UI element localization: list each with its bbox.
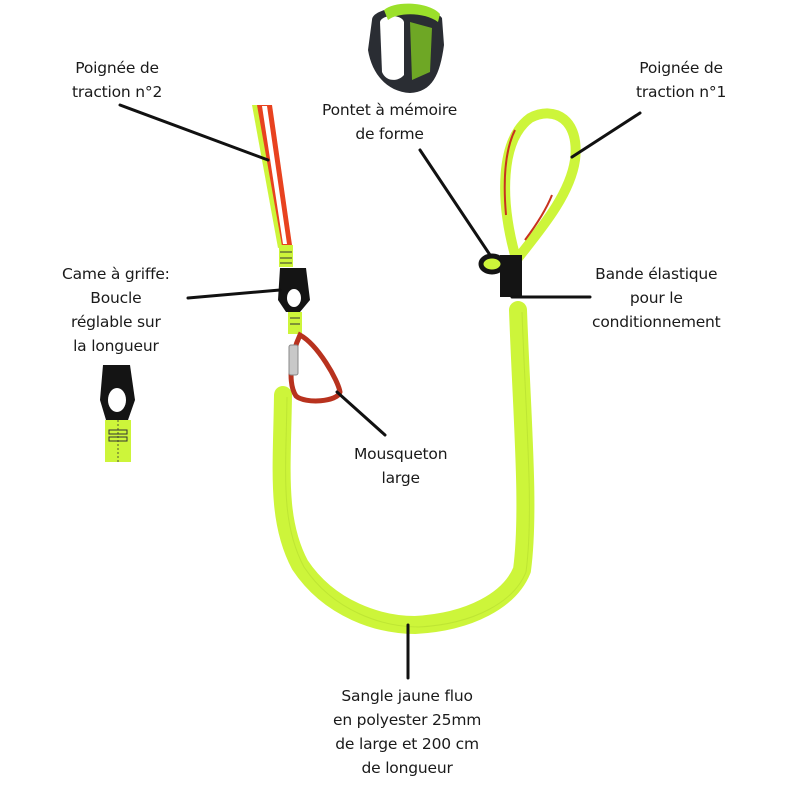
leader-line-handle2 <box>118 103 270 162</box>
cam-buckle <box>278 268 310 334</box>
main-strap <box>272 301 535 635</box>
handle-1-loop <box>500 108 581 262</box>
leader-line-handle1 <box>570 111 642 159</box>
leader-line-carabiner <box>335 390 387 437</box>
handle-2-strap <box>252 105 293 267</box>
leader-line-bridge <box>418 148 492 257</box>
cam-inset-image <box>100 365 135 462</box>
elastic-band <box>500 255 522 297</box>
shape-memory-bridge-small <box>478 253 506 275</box>
carabiner <box>288 331 343 404</box>
leader-line-cam <box>186 288 282 300</box>
bridge-inset-image <box>368 3 444 93</box>
